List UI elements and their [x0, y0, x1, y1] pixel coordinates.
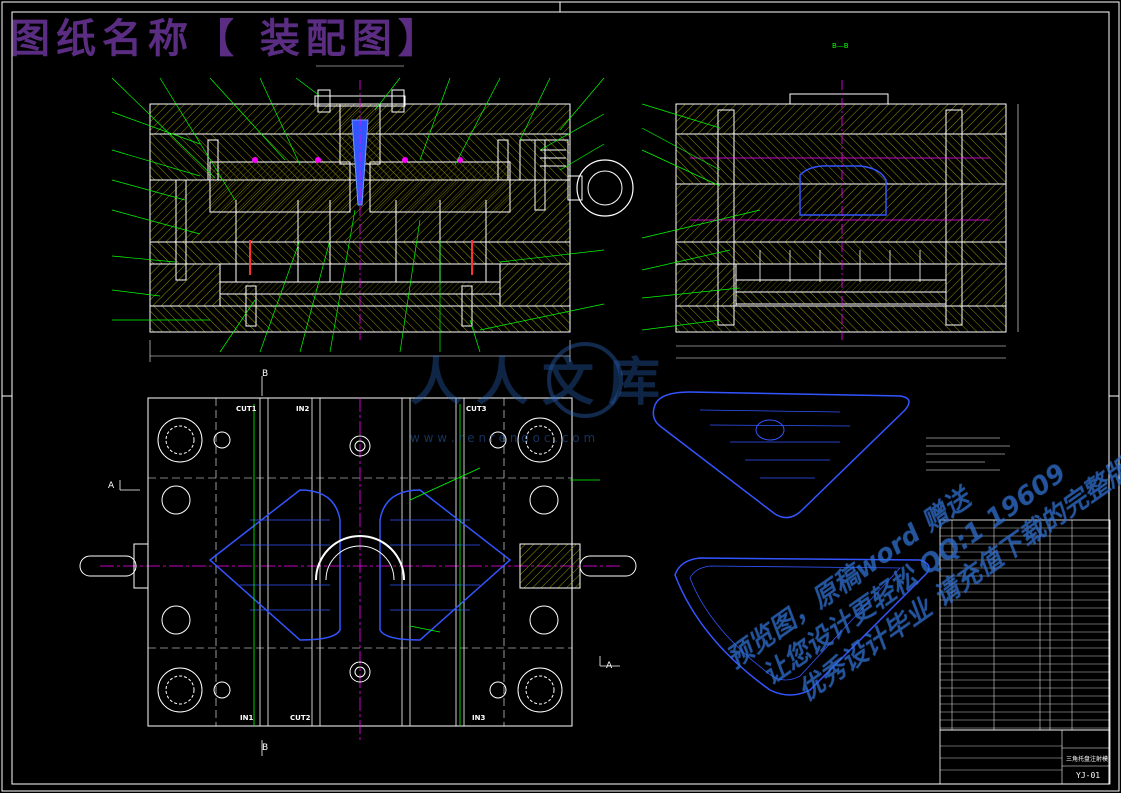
- label-in2: IN2: [296, 405, 309, 413]
- watermark-brand: 人人文库: [410, 353, 674, 413]
- plan-view: A A B B CUT1 IN2 CUT3 IN1 CUT2 IN3: [79, 369, 637, 756]
- section-marker-b-top: B: [262, 369, 268, 379]
- title-block-drawing-no: YJ-01: [1076, 771, 1100, 780]
- technical-notes: [926, 437, 1010, 471]
- label-cut1: CUT1: [236, 405, 257, 413]
- drawing-title: 图纸名称【 装配图】: [10, 16, 444, 62]
- label-cut3: CUT3: [466, 405, 487, 413]
- label-cut2: CUT2: [290, 714, 311, 722]
- section-marker-b-bottom: B: [262, 743, 268, 753]
- main-section-view: [111, 65, 634, 362]
- bom-table: [939, 519, 1111, 731]
- side-section-view: B—B: [641, 42, 1019, 359]
- watermark: 人人文库 w w w . r e n r e n d o c . c o m 预…: [410, 342, 1121, 707]
- title-block: 三角托盘注射模 YJ-01: [939, 729, 1111, 785]
- section-marker-a-right: A: [606, 661, 613, 671]
- section-marker-a-left: A: [108, 481, 115, 491]
- section-label: B—B: [832, 42, 849, 50]
- watermark-url: w w w . r e n r e n d o c . c o m: [410, 431, 595, 445]
- label-in1: IN1: [240, 714, 253, 722]
- label-in3: IN3: [472, 714, 485, 722]
- title-block-name: 三角托盘注射模: [1066, 755, 1108, 763]
- part-views: [652, 391, 930, 696]
